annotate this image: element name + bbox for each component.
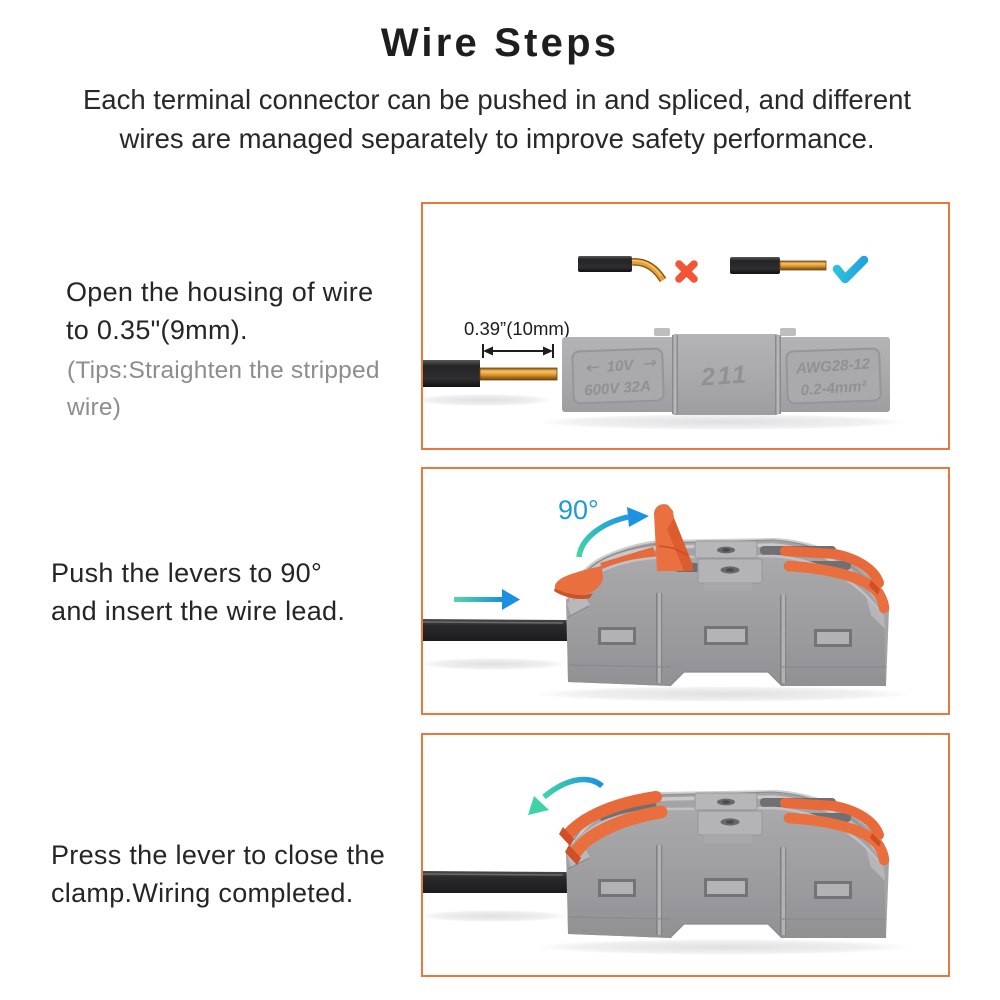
svg-text:0.39”(10mm): 0.39”(10mm)	[464, 318, 570, 339]
svg-text:AWG28-12: AWG28-12	[794, 355, 871, 377]
svg-text:10V: 10V	[606, 357, 636, 376]
svg-text:211: 211	[699, 360, 749, 391]
svg-text:90°: 90°	[558, 495, 599, 525]
svg-text:0.2-4mm²: 0.2-4mm²	[800, 378, 868, 400]
svg-text:600V 32A: 600V 32A	[584, 378, 652, 400]
